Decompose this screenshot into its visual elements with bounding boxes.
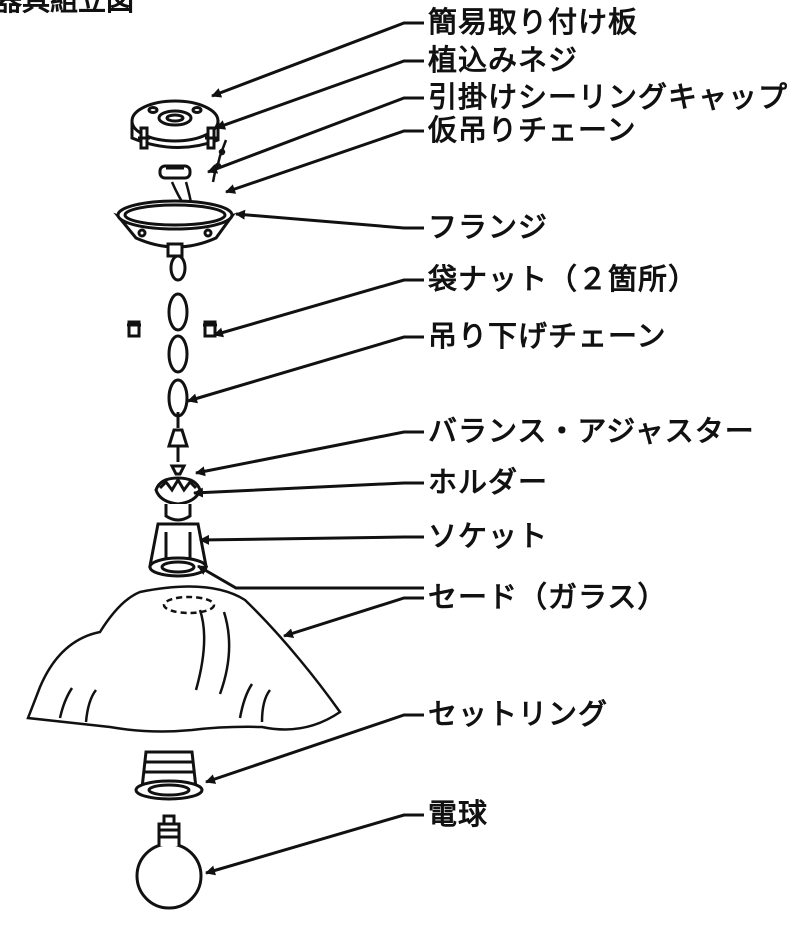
balance-adjuster-part bbox=[169, 464, 187, 476]
label-cap-nut: 袋ナット（２箇所） bbox=[428, 262, 699, 296]
label-flange: フランジ bbox=[428, 210, 549, 244]
label-holder: ホルダー bbox=[428, 465, 549, 499]
hook-ceiling-cap-part bbox=[158, 164, 192, 180]
glass-shade-part bbox=[26, 585, 342, 733]
label-bulb: 電球 bbox=[428, 797, 489, 831]
stud-screw-part bbox=[138, 126, 217, 150]
label-hook-ceiling-cap: 引掛けシーリングキャップ bbox=[428, 80, 789, 114]
cap-nuts-part bbox=[127, 320, 217, 338]
label-balance-adjuster: バランス・アジャスター bbox=[428, 414, 755, 448]
label-socket: ソケット bbox=[428, 519, 549, 553]
hanging-chain-part bbox=[166, 254, 190, 462]
header-fragment: 器具組立図 bbox=[0, 0, 134, 17]
label-mounting-plate: 簡易取り付け板 bbox=[428, 5, 639, 39]
label-temporary-chain: 仮吊りチェーン bbox=[428, 113, 637, 147]
label-stud-screw: 植込みネジ bbox=[428, 43, 579, 77]
label-hanging-chain: 吊り下げチェーン bbox=[428, 319, 667, 353]
label-shade: セード（ガラス） bbox=[428, 580, 668, 614]
label-setting-ring: セットリング bbox=[428, 697, 609, 731]
setting-ring-part bbox=[134, 750, 204, 801]
socket-part bbox=[148, 522, 208, 578]
holder-part bbox=[154, 476, 202, 522]
flange-part bbox=[113, 199, 237, 258]
leader-lines bbox=[187, 21, 424, 876]
light-bulb-part bbox=[135, 814, 203, 910]
